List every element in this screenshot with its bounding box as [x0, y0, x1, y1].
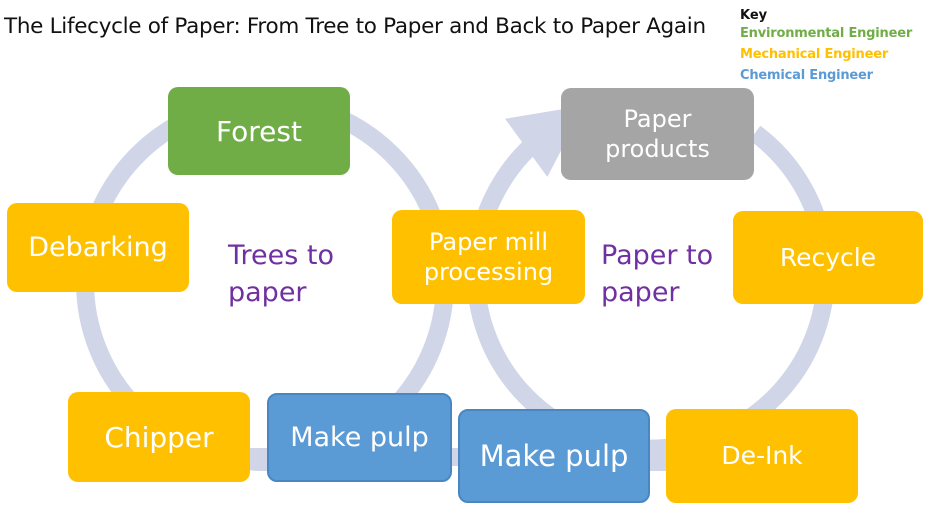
- node-chipper: Chipper: [68, 392, 250, 482]
- key-item-environmental: Environmental Engineer: [740, 26, 913, 41]
- key-item-chemical: Chemical Engineer: [740, 68, 873, 83]
- key-title: Key: [740, 8, 768, 23]
- node-make-pulp-right: Make pulp: [458, 409, 650, 503]
- node-paper-mill: Paper mill processing: [392, 210, 585, 304]
- node-paper-mill-label: Paper mill processing: [423, 228, 554, 286]
- node-debarking: Debarking: [7, 203, 189, 292]
- node-paper-products: Paper products: [561, 88, 754, 180]
- chipper-connector: [248, 448, 270, 468]
- node-paper-products-label: Paper products: [605, 105, 710, 163]
- node-de-ink-label: De-Ink: [721, 441, 803, 471]
- node-chipper-label: Chipper: [104, 420, 214, 454]
- node-de-ink: De-Ink: [666, 409, 858, 503]
- node-debarking-label: Debarking: [28, 231, 168, 263]
- label-paper-to-paper: Paper to paper: [601, 240, 714, 309]
- node-make-pulp-right-label: Make pulp: [479, 438, 629, 473]
- node-forest: Forest: [168, 87, 350, 175]
- node-forest-label: Forest: [216, 114, 302, 148]
- deink-connector: [648, 453, 670, 471]
- diagram-title: The Lifecycle of Paper: From Tree to Pap…: [4, 14, 706, 39]
- node-make-pulp-left: Make pulp: [267, 393, 452, 482]
- node-recycle-label: Recycle: [779, 242, 877, 272]
- color-key: Key Environmental Engineer Mechanical En…: [740, 9, 912, 86]
- node-recycle: Recycle: [733, 211, 923, 304]
- node-make-pulp-left-label: Make pulp: [290, 421, 429, 453]
- label-trees-to-paper: Trees to paper: [228, 240, 335, 309]
- key-item-mechanical: Mechanical Engineer: [740, 47, 889, 62]
